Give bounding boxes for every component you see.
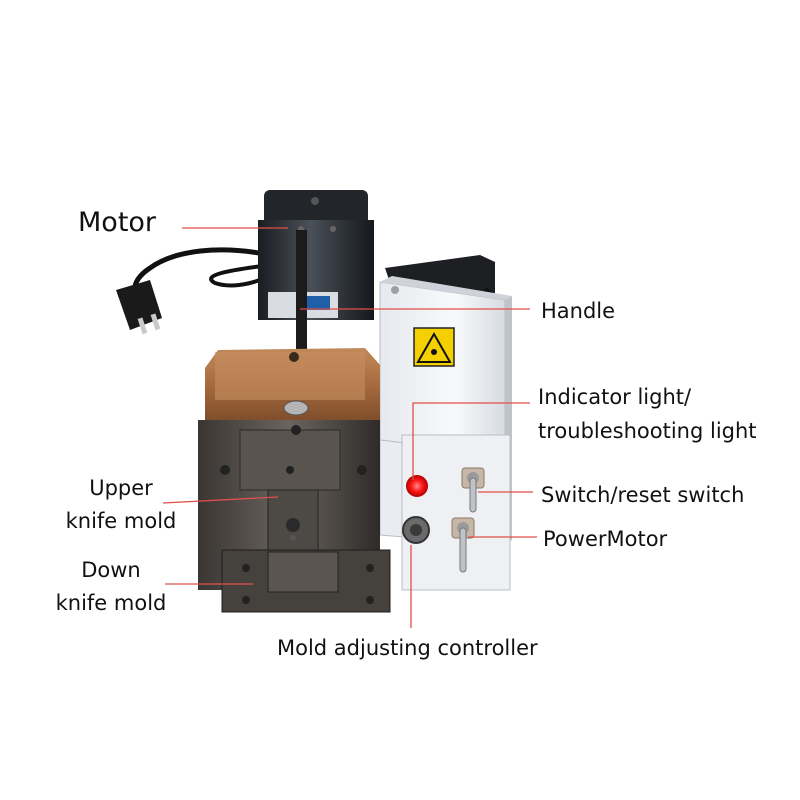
label-motor: Motor [78, 207, 157, 238]
power-cord [116, 247, 271, 335]
label-mold-adjusting-controller: Mold adjusting controller [277, 636, 538, 660]
label-power-motor: PowerMotor [543, 527, 668, 551]
handle-rod [296, 230, 307, 360]
label-indicator-line-2: troubleshooting light [538, 419, 757, 443]
upper-knife-mold [267, 489, 319, 551]
label-upper-line-2: knife mold [65, 509, 177, 533]
mold-adjusting-knob[interactable] [402, 516, 430, 544]
power-motor-switch[interactable] [451, 517, 475, 573]
label-handle: Handle [541, 299, 616, 323]
label-upper-line-1: Upper [89, 476, 153, 500]
label-down-knife-mold: Down knife mold [40, 554, 182, 620]
label-down-line-1: Down [81, 558, 141, 582]
leader-line-upper [162, 496, 279, 504]
control-box [379, 276, 512, 591]
copper-head-block [205, 348, 380, 425]
label-indicator-line-1: Indicator light/ [538, 385, 692, 409]
down-knife-mold [221, 549, 391, 613]
label-indicator-light: Indicator light/ troubleshooting light [538, 380, 757, 448]
label-switch: Switch/reset switch [541, 483, 745, 507]
label-upper-knife-mold: Upper knife mold [50, 472, 192, 538]
label-down-line-2: knife mold [55, 591, 167, 615]
reset-switch[interactable] [461, 467, 485, 513]
warning-sign-icon [413, 327, 455, 367]
motor [258, 190, 374, 320]
leader-line-indicator [412, 402, 530, 480]
indicator-light-icon [406, 475, 428, 497]
